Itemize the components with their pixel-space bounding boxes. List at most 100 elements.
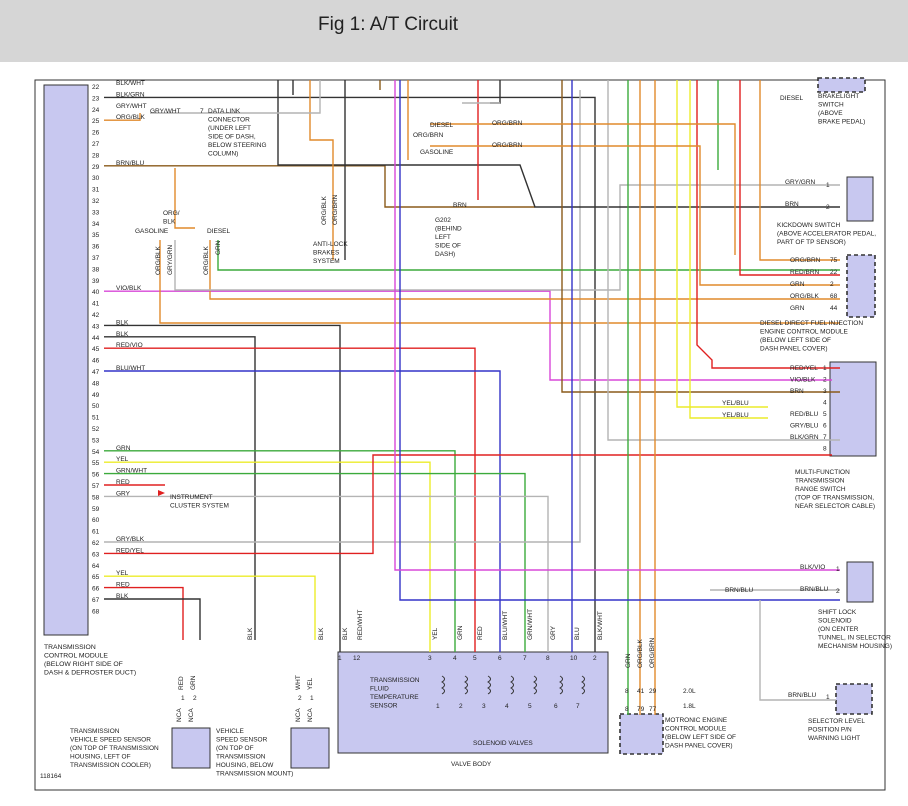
motronic-label: MOTRONIC ENGINE [665,717,728,724]
valve-body-label: VALVE BODY [451,761,492,768]
vehicle-ss-nca: NCA [307,708,314,722]
vehicle-ss-label: (ON TOP OF [216,745,254,752]
vss-pin: 2 [193,695,197,702]
wire-yel-65 [104,575,316,640]
tcm-pin-number: 31 [92,187,100,194]
label-diesel-mid: DIESEL [430,122,454,129]
vss-label: TRANSMISSION [70,728,120,735]
wire-blk-67 [104,598,201,640]
shift-lock-box [846,561,874,603]
wire-red-yel [104,454,832,555]
dlc-label: DATA LINK [208,108,241,115]
mfrs-wire-label: RED/YEL [790,365,818,372]
valve-body-pin: 12 [353,655,361,662]
label-org-brn-right2: ORG/BRN [492,142,523,149]
tcm-pin-number: 23 [92,95,100,102]
mfrs-pin: 6 [823,423,827,430]
shift-lock-wire-label: BLK/VIO [800,564,825,571]
g202-label: SIDE OF [435,243,461,250]
tcm-pin-number: 64 [92,563,100,570]
tcm-pin-number: 39 [92,278,100,285]
label-brn-g202: BRN [453,202,467,209]
figure-id: 118164 [40,773,62,780]
mfrs-pin: 1 [823,365,827,372]
solenoid-number: 3 [482,703,486,710]
label-org-brn-mid: ORG/BRN [413,132,444,139]
g202-label: DASH) [435,251,455,258]
label-dlc-pin: 7 [200,108,204,115]
brakelight-label: BRAKE PEDAL) [818,119,865,126]
label-gasoline-left: GASOLINE [135,228,169,235]
wire-blk-vio [399,80,840,601]
fluid-temp-sensor-label: TRANSMISSION [370,677,420,684]
tcm-wire-label: GRY/WHT [116,103,147,110]
vss-pin: 1 [181,695,185,702]
valve-body-wire-label: RED [477,626,484,640]
dlc-label: CONNECTOR [208,117,250,124]
solenoid-number: 4 [505,703,509,710]
diesel-ecm-pin: 75 [830,257,838,264]
kickdown-wire-label: BRN [785,201,799,208]
tcm-box [43,84,89,636]
label-gry-wht: GRY/WHT [150,108,181,115]
wire-gry-grn [174,184,840,291]
tcm-pin-number: 36 [92,244,100,251]
wire-top-blk1 [277,80,840,208]
tcm-wire-label: BLK [116,319,129,326]
tcm-pin-number: 28 [92,152,100,159]
tcm-pin-number: 63 [92,551,100,558]
selector-light-wire: BRN/BLU [788,692,816,699]
instrument-label: CLUSTER SYSTEM [170,503,229,510]
tcm-pin-number: 42 [92,312,100,319]
shift-lock-label: MECHANISM HOUSING) [818,643,892,650]
mfrs-yel-blu1: YEL/BLU [722,400,749,407]
motronic-wire-label: ORG/BLK [637,638,644,668]
solenoid-coil [441,675,445,695]
motronic-wire-label: GRN [625,653,632,668]
solenoid-coil [559,675,563,695]
vss-wire-label: RED [178,676,185,690]
label-vert-org-blk: ORG/BLK [155,245,162,275]
diagram-canvas: 2223242526272829303132333435363738394041… [34,77,892,791]
mfrs-yel-blu2: YEL/BLU [722,412,749,419]
tcm-pin-number: 60 [92,517,100,524]
vss-label: HOUSING, LEFT OF [70,754,131,761]
tcm-wire-label: BLK/WHT [116,80,145,87]
tcm-pin-number: 59 [92,506,100,513]
component-boxes [43,77,877,769]
wires [104,80,840,715]
tcm-pin-number: 46 [92,358,100,365]
diesel-ecm-label: DIESEL DIRECT FUEL INJECTION [760,320,863,327]
tcm-pin-number: 55 [92,460,100,467]
tcm-pin-number: 67 [92,597,100,604]
wire-brn-mfrs [561,80,840,393]
valve-body-pin: 1 [338,655,342,662]
solenoid-number: 7 [576,703,580,710]
motronic-label: DASH PANEL COVER) [665,743,733,750]
label-vert-grn: GRN [215,240,222,255]
tcm-pin-number: 34 [92,221,100,228]
tcm-wire-label: BLU/WHT [116,365,145,372]
tcm-pin-number: 27 [92,141,100,148]
wire-org-brn-75 [759,80,840,261]
vss-label: TRANSMISSION COOLER) [70,762,151,769]
tcm-pin-number: 29 [92,164,100,171]
valve-body-wire-label: GRN/WHT [527,609,534,640]
diesel-ecm-wire-label: ORG/BLK [790,293,820,300]
motronic-pin-2l: 29 [649,688,657,695]
wire-org-brn-diesel [430,123,736,255]
wire-brn-blu-sel [759,600,836,701]
solenoid-number: 1 [436,703,440,710]
kickdown-pin: 2 [826,204,830,211]
tcm-label: DASH & DEFROSTER DUCT) [44,670,136,677]
tcm-pin-number: 37 [92,255,100,262]
tcm-pin-number: 57 [92,483,100,490]
vehicle-ss-wire-label: YEL [307,677,314,690]
tcm-wire-label: YEL [116,456,129,463]
dlc-label: BELOW STEERING [208,142,267,149]
brakelight-label: BRAKELIGHT [818,93,859,100]
tcm-pin-number: 62 [92,540,100,547]
vss-nca: NCA [176,708,183,722]
valve-body-pin: 8 [546,655,550,662]
